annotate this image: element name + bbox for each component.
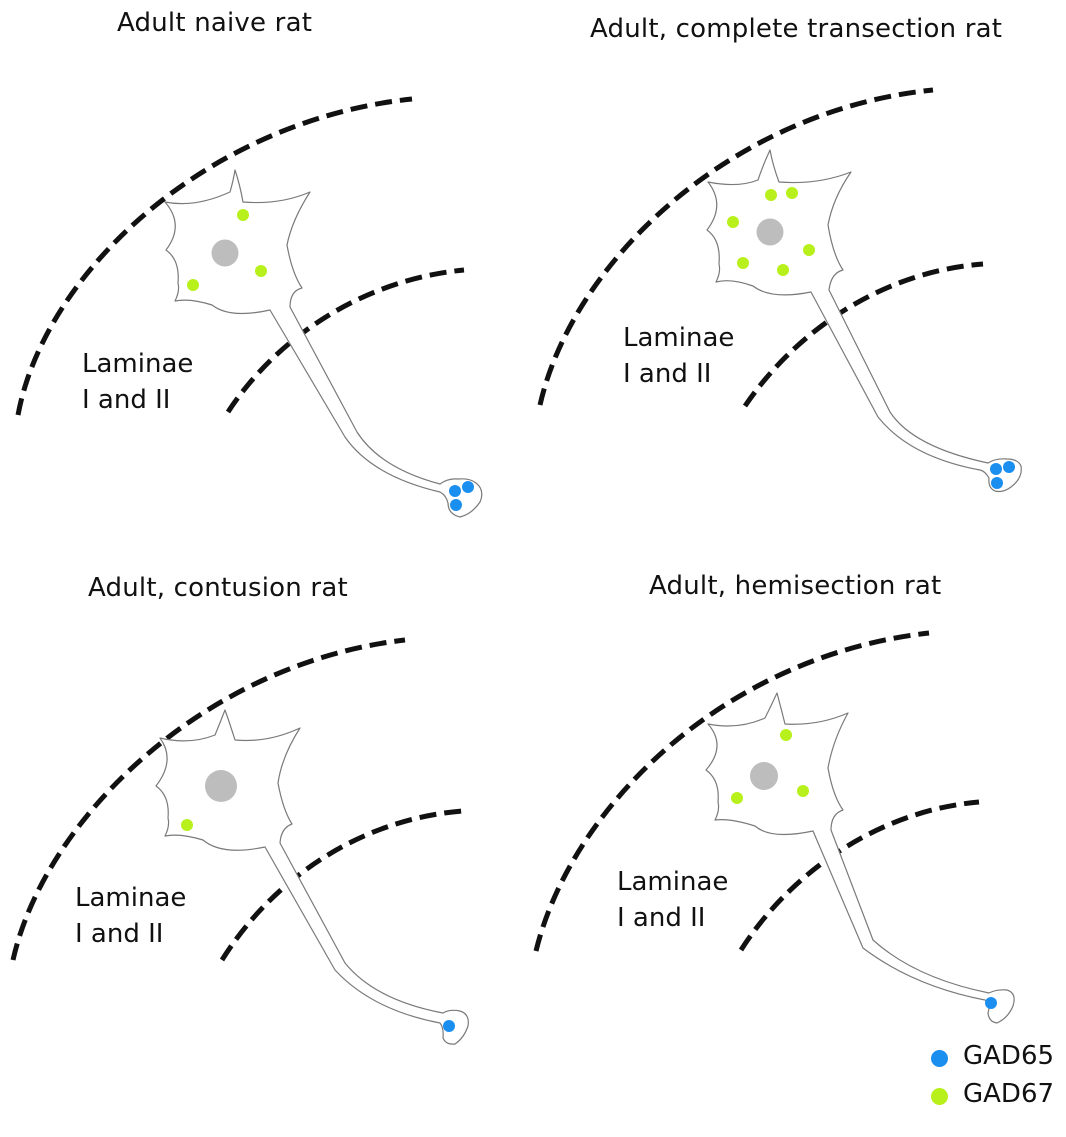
laminae-label-line1: Laminae [75, 883, 187, 913]
gad65-dot [990, 463, 1002, 475]
legend: GAD65 GAD67 [928, 1040, 1066, 1116]
inner-lamina-boundary [219, 808, 463, 962]
legend-label: GAD65 [963, 1041, 1055, 1071]
gad65-swatch-icon [931, 1050, 948, 1067]
gad67-dot [237, 209, 249, 221]
gad67-dot [780, 729, 792, 741]
laminae-label: Laminae I and II [623, 320, 734, 392]
gad65-dot [443, 1020, 455, 1032]
laminae-label-line1: Laminae [623, 323, 735, 353]
panel-complete-transection: Adult, complete transection rat Laminae … [533, 0, 1066, 568]
gad67-dot [181, 819, 193, 831]
gad67-swatch-icon [931, 1088, 948, 1105]
neuron-soma-outline [164, 169, 483, 518]
gad67-dot [786, 187, 798, 199]
gad67-dot [803, 244, 815, 256]
panel-title: Adult, hemisection rat [649, 571, 942, 601]
gad65-dot [991, 477, 1003, 489]
laminae-label-line2: I and II [617, 903, 706, 933]
laminae-label: Laminae I and II [75, 880, 186, 952]
panel-hemisection: Adult, hemisection rat Laminae I and II [533, 568, 1066, 1136]
neuron-diagram [10, 637, 469, 1045]
outer-lamina-boundary [15, 96, 413, 416]
laminae-label: Laminae I and II [82, 346, 193, 418]
gad67-dot [255, 265, 267, 277]
nucleus [756, 218, 784, 246]
laminae-label-line1: Laminae [617, 867, 729, 897]
inner-lamina-boundary [225, 267, 465, 414]
laminae-label-line2: I and II [82, 385, 171, 415]
panel-title: Adult naive rat [117, 8, 313, 38]
laminae-label-line2: I and II [75, 919, 164, 949]
gad67-dot [731, 792, 743, 804]
gad67-dot [187, 279, 199, 291]
gad67-dot [765, 189, 777, 201]
gad67-dot [737, 257, 749, 269]
neuron-diagram [15, 96, 483, 518]
legend-item-gad67: GAD67 [928, 1078, 1066, 1116]
panel-contusion: Adult, contusion rat Laminae I and II [0, 568, 533, 1136]
gad65-dot [449, 485, 461, 497]
panel-naive: Adult naive rat Laminae I and II [0, 0, 533, 568]
laminae-label-line2: I and II [623, 359, 712, 389]
gad67-dot [797, 785, 809, 797]
neuron-diagram [533, 630, 1015, 1024]
gad65-dot [450, 499, 462, 511]
nucleus [750, 762, 778, 790]
outer-lamina-boundary [533, 630, 930, 952]
gad67-dot [777, 264, 789, 276]
gad65-dot [1003, 461, 1015, 473]
nucleus [205, 770, 237, 802]
nucleus [211, 239, 239, 267]
panel-title: Adult, contusion rat [88, 573, 348, 603]
outer-lamina-boundary [10, 637, 406, 961]
gad65-dot [985, 997, 997, 1009]
neuron-soma-outline [706, 149, 1022, 493]
inner-lamina-boundary [742, 261, 984, 408]
gad65-dot [462, 481, 474, 493]
gad67-dot [727, 216, 739, 228]
panel-title: Adult, complete transection rat [590, 14, 1003, 44]
legend-item-gad65: GAD65 [928, 1040, 1066, 1078]
neuron-diagram [537, 87, 1022, 493]
laminae-label-line1: Laminae [82, 349, 194, 379]
legend-label: GAD67 [963, 1079, 1055, 1109]
outer-lamina-boundary [537, 87, 934, 406]
laminae-label: Laminae I and II [617, 864, 728, 936]
neuron-soma-outline [705, 692, 1015, 1024]
neuron-soma-outline [155, 709, 469, 1045]
